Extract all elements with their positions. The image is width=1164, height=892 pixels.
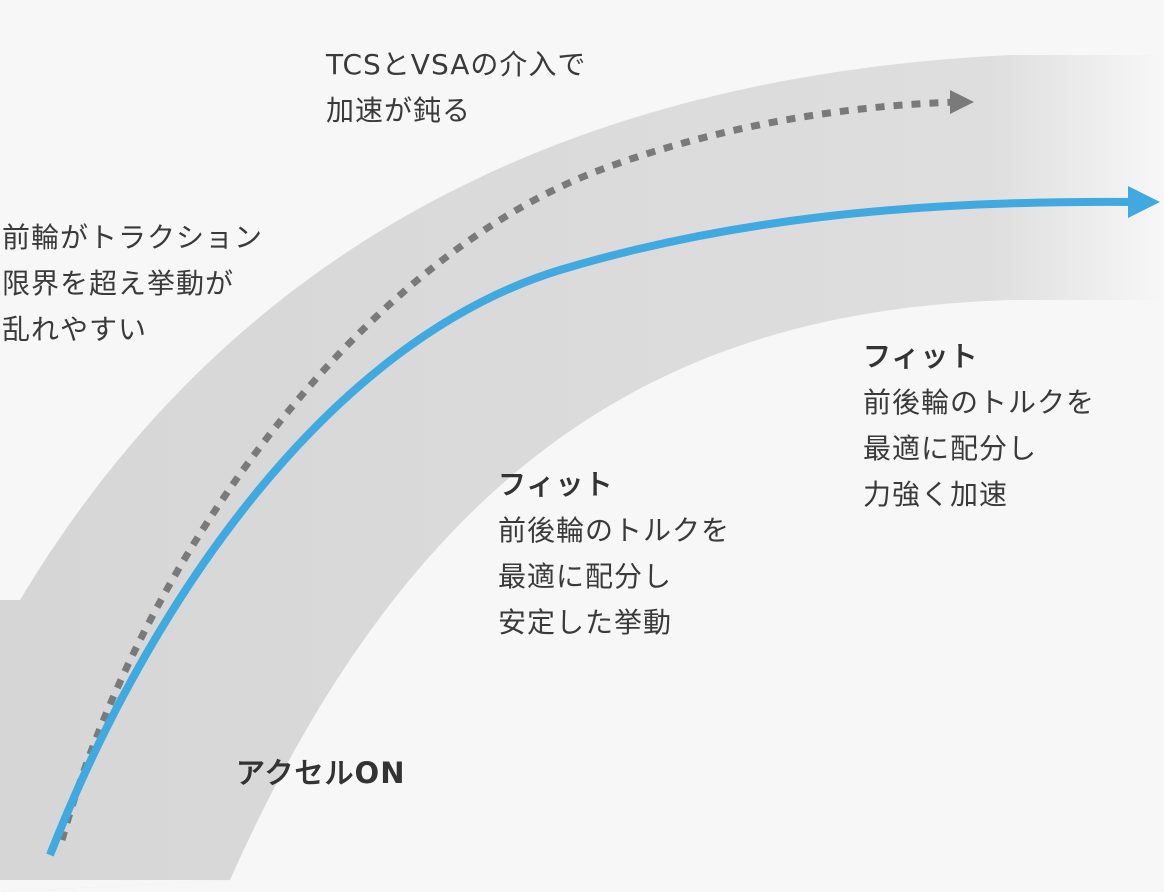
caption-line: TCSとVSAの介入で [326, 48, 587, 81]
caption-line: 最適に配分し [498, 560, 673, 593]
caption-line: 限界を超え挙動が [2, 267, 235, 300]
caption-line: 力強く加速 [863, 478, 1009, 511]
caption-line: 前後輪のトルクを [498, 514, 731, 547]
caption-line: 安定した挙動 [498, 606, 673, 639]
tcs-vsa-caption: TCSとVSAの介入で 加速が鈍る [326, 42, 586, 134]
road-fade-left [0, 880, 230, 892]
fit-accel-caption: フィット 前後輪のトルクを 最適に配分し 力強く加速 [863, 334, 1095, 518]
fit-stable-caption: フィット 前後輪のトルクを 最適に配分し 安定した挙動 [498, 462, 730, 646]
blue-path-arrowhead [1128, 186, 1160, 218]
caption-title: フィット [863, 340, 979, 373]
accel-on-caption: アクセルON [236, 756, 406, 790]
dotted-path-arrowhead [950, 90, 974, 114]
dotted-slip-path [58, 98, 961, 841]
blue-fit-path [46, 197, 1136, 857]
caption-line: 乱れやすい [2, 313, 148, 346]
caption-line: 最適に配分し [863, 432, 1038, 465]
caption-title: フィット [498, 468, 614, 501]
curved-road [0, 55, 1164, 892]
front-wheel-caption: 前輪がトラクション 限界を超え挙動が 乱れやすい [2, 215, 263, 353]
caption-line: 前輪がトラクション [2, 221, 264, 254]
caption-line: 加速が鈍る [326, 94, 472, 127]
caption-line: 前後輪のトルクを [863, 386, 1096, 419]
